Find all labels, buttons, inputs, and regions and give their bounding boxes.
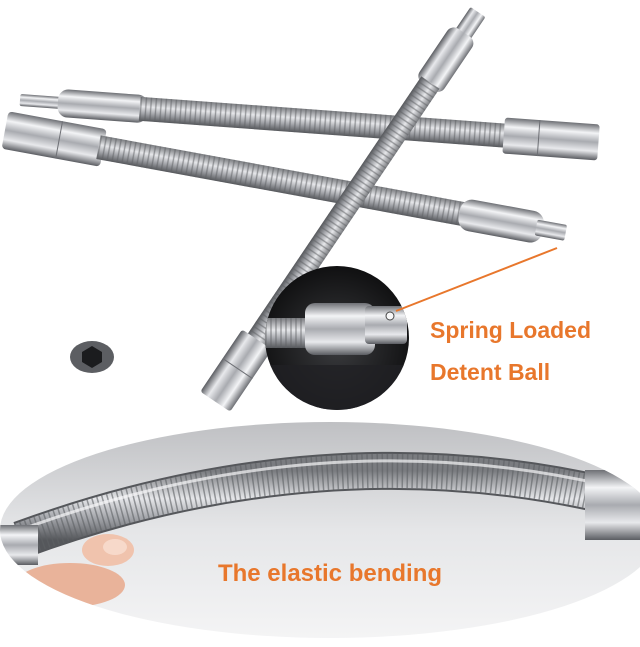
callout-leader-line <box>395 247 558 312</box>
callout-label-line2: Detent Ball <box>430 359 551 385</box>
bending-caption: The elastic bending <box>217 560 443 587</box>
hex-socket-opening <box>70 341 114 373</box>
detent-ball-closeup-circle <box>265 266 409 410</box>
extension-bar-upper <box>19 89 600 161</box>
callout-label-line1: Spring Loaded <box>430 317 591 343</box>
bending-closeup-oval <box>0 422 640 638</box>
extension-bar-lower <box>2 111 567 243</box>
